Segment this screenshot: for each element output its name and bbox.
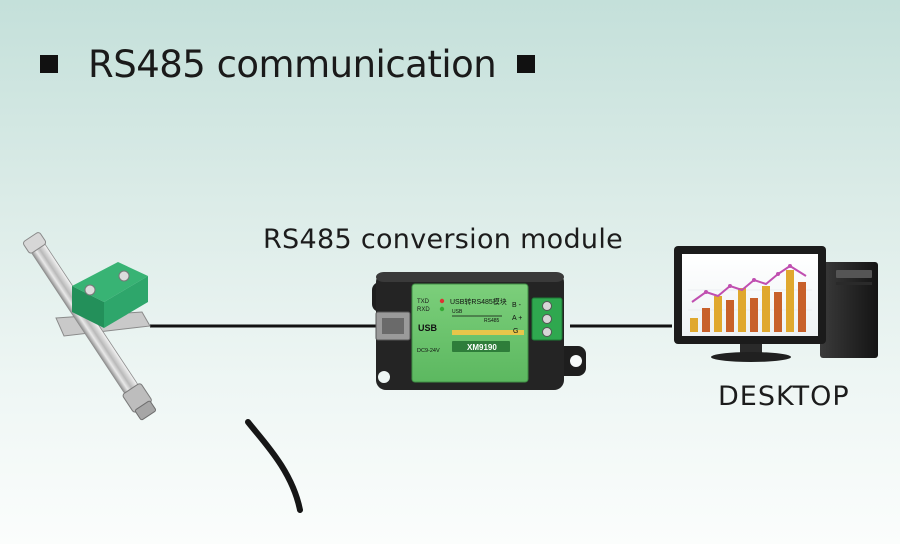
page-title: RS485 communication [88,42,497,86]
screen-bar [714,296,722,332]
pcb-usb-small: USB [452,309,463,315]
pcb-rs485: RS485 [484,318,500,324]
screen-bar [786,270,794,332]
desktop-computer [674,246,878,362]
clamp-screw-left [84,284,96,296]
monitor-base [711,352,791,362]
screen-bar [702,308,710,332]
led-rxd [439,306,445,312]
screen-bar [750,298,758,332]
title-row: RS485 communication [40,40,536,88]
monitor-neck [740,344,762,354]
screen-bar [762,286,770,332]
pcb-pin-g: G [513,328,518,335]
pcb-model: XM9190 [467,343,497,352]
screen-trend-line [691,264,807,303]
screen-bar [798,282,806,332]
pcb-txd: TXD [417,299,430,305]
title-bullet-left [40,55,58,73]
sensor-clamp [72,262,148,328]
screen-bar [690,318,698,332]
pcb-heading: USB转RS485模块 [450,297,507,306]
clamp-screw-right [118,270,130,282]
screen-bar [726,300,734,332]
pcb-power: DC9-24V [417,348,440,354]
pcb-warning-strip [452,330,524,335]
screen-chart [688,264,812,332]
pcb-pin-b: B - [512,302,522,309]
screen-bar [774,292,782,332]
pcb-usb: USB [418,323,438,333]
pcb-rxd: RXD [417,307,430,313]
sensor-cable [245,419,303,513]
pcb-model-badge [452,341,510,352]
module-screw-hole [378,371,390,383]
module-label: RS485 conversion module [263,224,624,255]
sensor-nut [134,400,157,421]
led-txd [439,298,445,304]
sensor-probe [23,232,303,513]
screen-bar [738,288,746,332]
title-bullet-right [517,55,536,73]
desktop-label: DESKTOP [718,381,850,412]
pcb-pin-a: A + [512,315,522,322]
sensor-tip [23,232,47,254]
rs485-module: TXD RXD USB转RS485模块 USB RS485 USB B - A … [372,272,586,390]
desktop-tower [820,262,878,358]
